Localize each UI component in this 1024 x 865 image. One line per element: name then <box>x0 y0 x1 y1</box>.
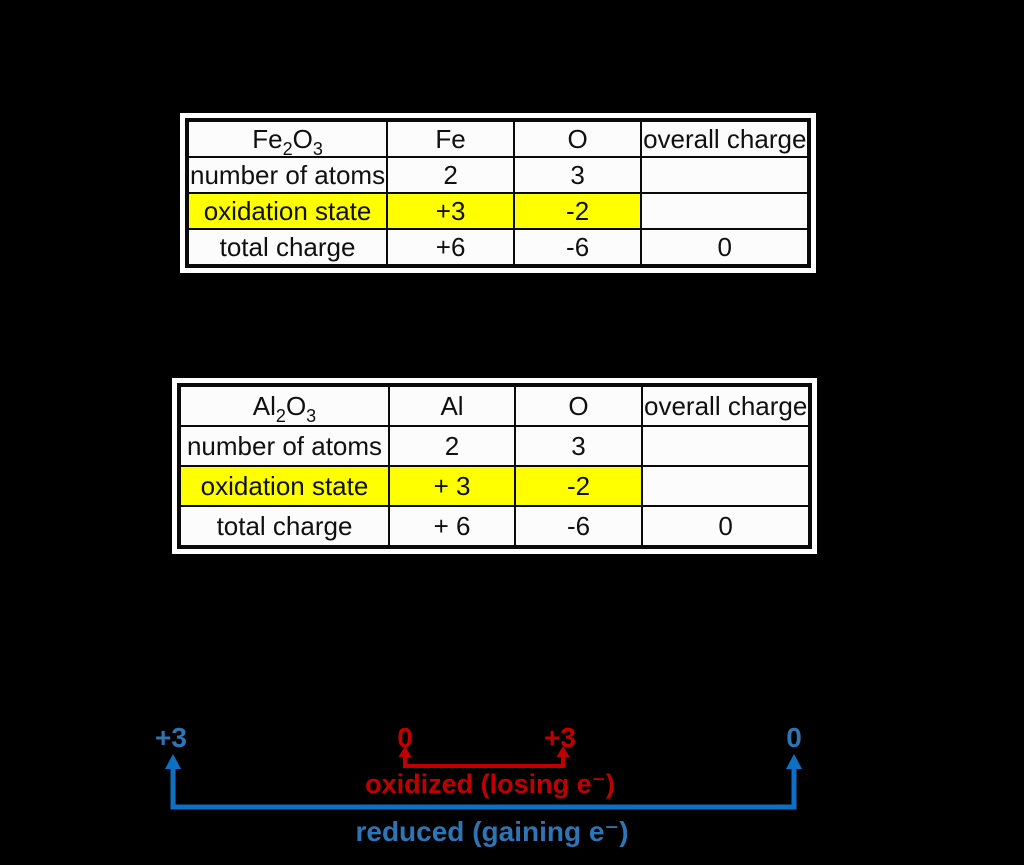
row-label-number-of-atoms: number of atoms <box>178 425 390 467</box>
formula-element-1: Fe <box>252 123 283 154</box>
fe-atoms-cell: 2 <box>386 156 516 194</box>
oxidized-left-arrowhead-icon <box>398 746 412 757</box>
fe-reactant-oxidation-state: +3 <box>155 722 187 753</box>
table-row: Fe2O3 Fe O overall charge <box>185 119 811 158</box>
formula-element-1: Al <box>252 390 276 421</box>
overall-total-charge-cell: 0 <box>640 505 812 548</box>
fe2o3-table-grid: Fe2O3 Fe O overall charge number of atom… <box>185 118 812 268</box>
table-row: number of atoms 2 3 <box>185 156 811 194</box>
row-label-number-of-atoms: number of atoms <box>185 156 389 194</box>
row-label-oxidation-state: oxidation state <box>185 192 389 230</box>
al2o3-table: Al2O3 Al O overall charge number of atom… <box>172 378 818 554</box>
redox-diagram: +3 0 +3 0 oxidized (losing e⁻) reduced (… <box>155 722 802 847</box>
column-header-o: O <box>513 119 643 158</box>
o-oxidation-cell: -2 <box>513 192 643 230</box>
o-atoms-cell: 3 <box>513 156 643 194</box>
fe-total-charge-cell: +6 <box>386 228 516 267</box>
o-oxidation-cell: -2 <box>514 465 643 507</box>
table-row: Al2O3 Al O overall charge <box>178 384 812 427</box>
formula-subscript-2: 3 <box>312 138 323 157</box>
overall-oxidation-cell <box>640 465 812 507</box>
al2o3-table-grid: Al2O3 Al O overall charge number of atom… <box>177 383 813 549</box>
reduced-label: reduced (gaining e⁻) <box>355 816 628 847</box>
overall-total-charge-cell: 0 <box>640 228 811 267</box>
table-row: total charge +6 -6 0 <box>185 228 811 267</box>
formula-element-2: O <box>285 390 307 421</box>
reduced-right-arrowhead-icon <box>786 754 802 769</box>
column-header-overall-charge: overall charge <box>640 119 811 158</box>
overall-atoms-cell <box>640 156 811 194</box>
table-row: number of atoms 2 3 <box>178 425 812 467</box>
fe-oxidation-cell: +3 <box>386 192 516 230</box>
overall-atoms-cell <box>640 425 812 467</box>
formula-subscript-1: 2 <box>282 138 293 157</box>
formula-subscript-2: 3 <box>306 405 317 426</box>
formula-subscript-1: 2 <box>275 405 286 426</box>
table-row: oxidation state +3 -2 <box>185 192 811 230</box>
al-atoms-cell: 2 <box>388 425 516 467</box>
table-row: total charge + 6 -6 0 <box>178 505 812 548</box>
row-label-total-charge: total charge <box>178 505 390 548</box>
reduced-left-arrowhead-icon <box>165 754 181 769</box>
row-label-total-charge: total charge <box>185 228 389 267</box>
o-total-charge-cell: -6 <box>513 228 643 267</box>
al-product-oxidation-state: +3 <box>544 722 576 753</box>
formula-cell: Al2O3 <box>178 384 390 427</box>
al-oxidation-cell: + 3 <box>388 465 516 507</box>
al-reactant-oxidation-state: 0 <box>397 722 413 753</box>
column-header-fe: Fe <box>386 119 516 158</box>
fe-product-oxidation-state: 0 <box>786 722 802 753</box>
formula-element-2: O <box>292 123 313 154</box>
reduced-bracket-line <box>170 767 797 810</box>
row-label-oxidation-state: oxidation state <box>178 465 390 507</box>
table-row: oxidation state + 3 -2 <box>178 465 812 507</box>
oxidized-bracket-line <box>403 755 565 768</box>
al-total-charge-cell: + 6 <box>388 505 516 548</box>
o-total-charge-cell: -6 <box>514 505 643 548</box>
formula-cell: Fe2O3 <box>185 119 389 158</box>
overall-oxidation-cell <box>640 192 811 230</box>
oxidized-right-arrowhead-icon <box>556 746 570 757</box>
o-atoms-cell: 3 <box>514 425 643 467</box>
column-header-al: Al <box>388 384 516 427</box>
fe2o3-table: Fe2O3 Fe O overall charge number of atom… <box>180 113 817 273</box>
column-header-o: O <box>514 384 643 427</box>
oxidized-label: oxidized (losing e⁻) <box>365 769 615 799</box>
column-header-overall-charge: overall charge <box>640 384 812 427</box>
